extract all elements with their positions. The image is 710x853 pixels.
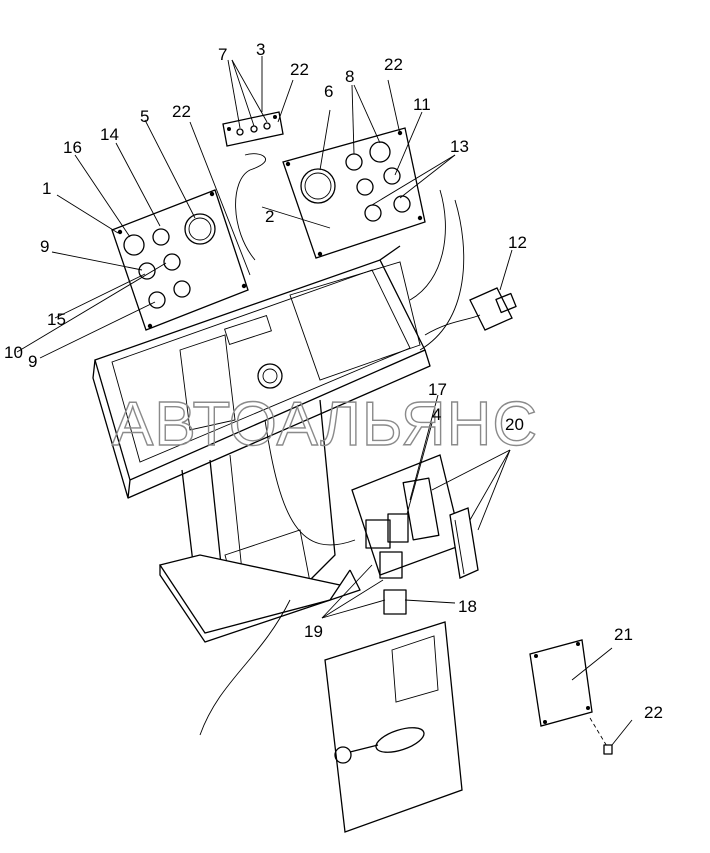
label-22-right: 22	[384, 55, 403, 74]
label-22-plate: 22	[290, 60, 309, 79]
console-box	[92, 245, 431, 499]
wiring	[199, 153, 481, 736]
label-10: 10	[4, 343, 23, 362]
callout-labels: 1 2 3 4 5 6 7 8 9 9 10 11 12 13 14 15 16…	[4, 40, 663, 722]
left-instrument-panel	[111, 189, 249, 331]
relay-housing	[449, 507, 479, 579]
label-3: 3	[256, 40, 265, 59]
label-22-bottom: 22	[644, 703, 663, 722]
switch-plate	[222, 111, 284, 147]
label-17: 17	[428, 380, 447, 399]
label-4: 4	[432, 405, 441, 424]
label-13: 13	[450, 137, 469, 156]
watermark-text: АВТОАЛЬЯНС	[112, 390, 538, 459]
connector-plug	[469, 287, 517, 331]
label-15: 15	[47, 310, 66, 329]
label-8: 8	[345, 67, 354, 86]
label-14: 14	[100, 125, 119, 144]
lower-control-panel	[324, 621, 463, 833]
cover-plate	[529, 639, 613, 755]
label-21: 21	[614, 625, 633, 644]
label-7: 7	[218, 45, 227, 64]
label-20: 20	[505, 415, 524, 434]
label-6: 6	[324, 82, 333, 101]
label-9-lower: 9	[28, 352, 37, 371]
label-11: 11	[413, 95, 431, 114]
label-19: 19	[304, 622, 323, 641]
label-5: 5	[140, 107, 149, 126]
label-2: 2	[265, 207, 274, 226]
leader-lines	[16, 56, 633, 746]
label-12: 12	[508, 233, 527, 252]
pedestal-stand	[158, 399, 361, 643]
label-1: 1	[42, 179, 51, 198]
label-22-left: 22	[172, 102, 191, 121]
relay-bracket	[351, 454, 463, 615]
label-18: 18	[458, 597, 477, 616]
label-16: 16	[63, 138, 82, 157]
label-9-upper: 9	[40, 237, 49, 256]
